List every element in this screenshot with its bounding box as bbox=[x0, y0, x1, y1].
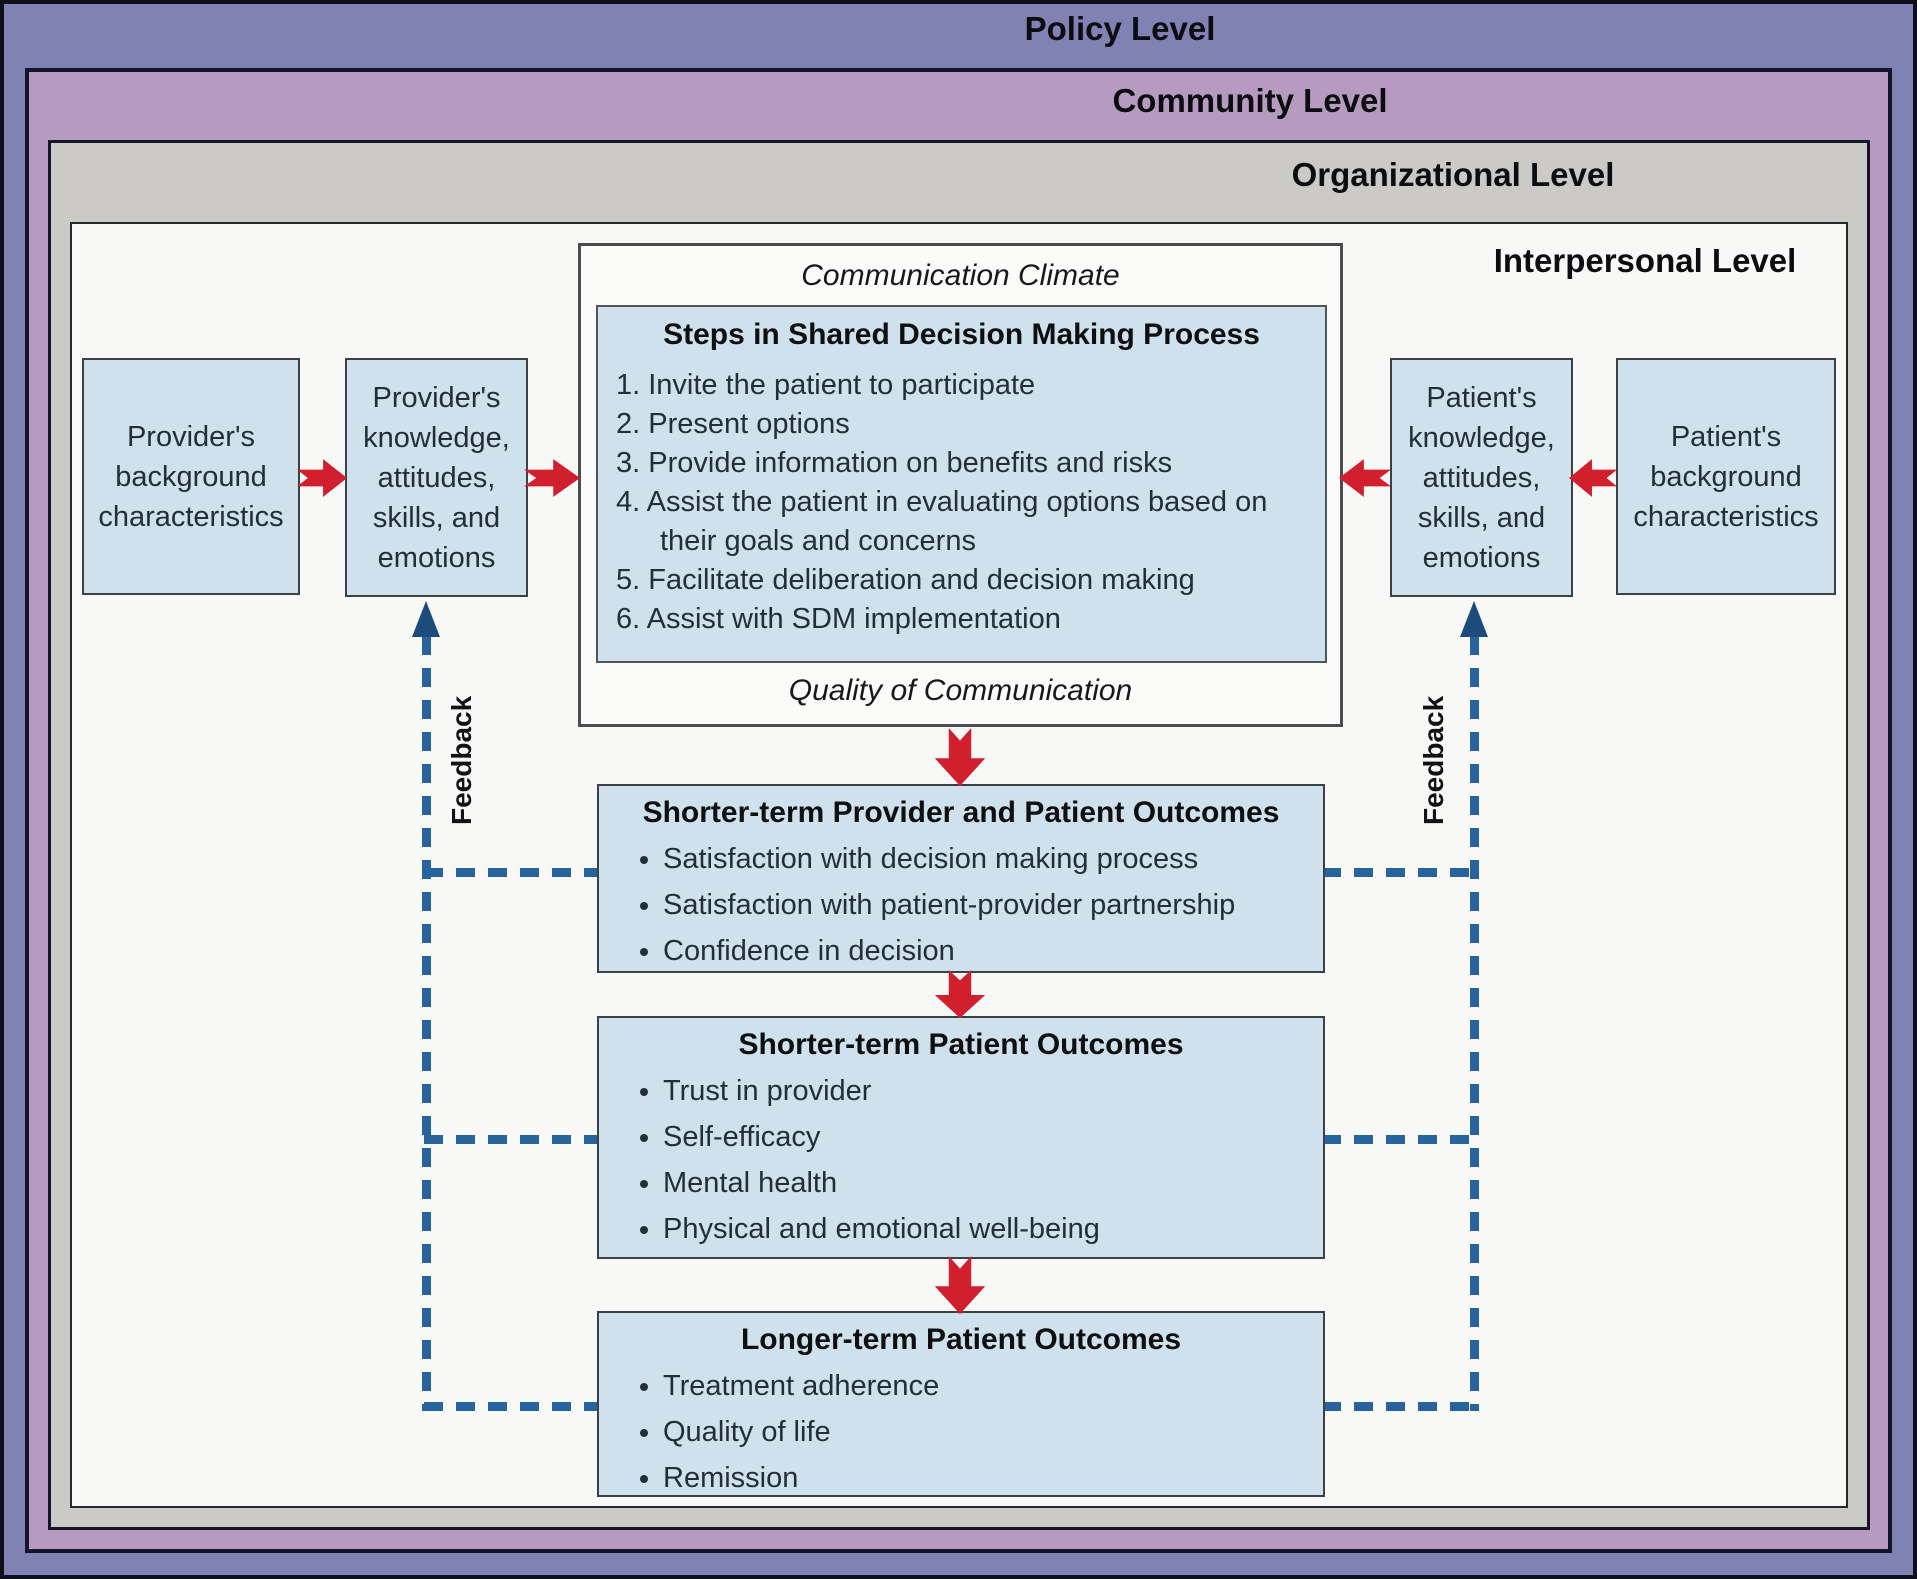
arrow-right-provider-bg-to-knowledge-icon bbox=[297, 459, 347, 497]
feedback-line-left-vertical bbox=[422, 636, 431, 1411]
outcome-item: Trust in provider bbox=[663, 1068, 1323, 1114]
outcomes-list: Satisfaction with decision making proces… bbox=[599, 836, 1323, 974]
outcome-item: Quality of life bbox=[663, 1409, 1323, 1455]
sdm-step: 3. Provide information on benefits and r… bbox=[616, 447, 1173, 479]
outcomes-title: Longer-term Patient Outcomes bbox=[740, 1323, 1182, 1356]
outcomes-title: Shorter-term Provider and Patient Outcom… bbox=[642, 796, 1280, 829]
arrow-left-patient-knowledge-to-sdm-icon bbox=[1339, 459, 1391, 497]
sdm-steps-box: Steps in Shared Decision Making Process … bbox=[596, 305, 1327, 663]
patient-knowledge-box: Patient's knowledge, attitudes, skills, … bbox=[1390, 358, 1573, 597]
provider-knowledge-box: Provider's knowledge, attitudes, skills,… bbox=[345, 358, 528, 597]
feedback-branch-right-outcomes2 bbox=[1322, 1135, 1479, 1144]
sdm-step: 5. Facilitate deliberation and decision … bbox=[616, 564, 1195, 596]
outcome-item: Satisfaction with decision making proces… bbox=[663, 836, 1323, 882]
feedback-line-right-vertical bbox=[1470, 636, 1479, 1411]
sdm-steps-title: Steps in Shared Decision Making Process bbox=[663, 318, 1260, 351]
outcome-item: Self-efficacy bbox=[663, 1114, 1323, 1160]
arrow-left-patient-bg-to-knowledge-icon bbox=[1569, 459, 1617, 497]
shorter-term-patient-outcomes-box: Shorter-term Patient Outcomes Trust in p… bbox=[597, 1016, 1325, 1259]
sdm-steps-list: 1. Invite the patient to participate 2. … bbox=[616, 366, 1307, 639]
feedback-branch-left-outcomes2 bbox=[424, 1135, 600, 1144]
longer-term-patient-outcomes-box: Longer-term Patient Outcomes Treatment a… bbox=[597, 1311, 1325, 1497]
community-level-title: Community Level bbox=[1112, 82, 1388, 119]
feedback-label-left: Feedback bbox=[446, 695, 477, 825]
policy-level-title: Policy Level bbox=[1024, 10, 1216, 47]
patient-background-box: Patient's background characteristics bbox=[1616, 358, 1836, 595]
communication-climate-box: Communication Climate Steps in Shared De… bbox=[578, 243, 1343, 727]
feedback-branch-right-outcomes3 bbox=[1322, 1402, 1479, 1411]
sdm-step: 6. Assist with SDM implementation bbox=[616, 603, 1061, 635]
quality-of-communication-caption: Quality of Communication bbox=[788, 674, 1133, 707]
arrow-down-sdm-to-outcomes1-icon bbox=[934, 728, 986, 786]
sdm-step: 4. Assist the patient in evaluating opti… bbox=[616, 486, 1268, 557]
feedback-branch-right-outcomes1 bbox=[1322, 868, 1479, 877]
communication-climate-caption: Communication Climate bbox=[801, 259, 1120, 292]
outcome-item: Physical and emotional well-being bbox=[663, 1206, 1323, 1252]
outcome-item: Treatment adherence bbox=[663, 1363, 1323, 1409]
feedback-arrowhead-right-icon bbox=[1460, 601, 1488, 637]
outcomes-list: Trust in provider Self-efficacy Mental h… bbox=[599, 1068, 1323, 1252]
arrow-right-provider-knowledge-to-sdm-icon bbox=[524, 459, 580, 497]
outcome-item: Confidence in decision bbox=[663, 928, 1323, 974]
outcomes-list: Treatment adherence Quality of life Remi… bbox=[599, 1363, 1323, 1501]
feedback-arrowhead-left-icon bbox=[412, 601, 440, 637]
provider-background-box: Provider's background characteristics bbox=[82, 358, 300, 595]
outcomes-title: Shorter-term Patient Outcomes bbox=[738, 1028, 1184, 1061]
shorter-term-provider-patient-outcomes-box: Shorter-term Provider and Patient Outcom… bbox=[597, 784, 1325, 973]
outcome-item: Remission bbox=[663, 1455, 1323, 1501]
organizational-level-title: Organizational Level bbox=[1291, 156, 1615, 193]
sdm-step: 2. Present options bbox=[616, 408, 850, 440]
interpersonal-level-title: Interpersonal Level bbox=[1493, 242, 1797, 279]
outcome-item: Mental health bbox=[663, 1160, 1323, 1206]
arrow-down-outcomes2-to-outcomes3-icon bbox=[934, 1256, 986, 1314]
feedback-branch-left-outcomes3 bbox=[424, 1402, 600, 1411]
outcome-item: Satisfaction with patient-provider partn… bbox=[663, 882, 1323, 928]
feedback-label-right: Feedback bbox=[1418, 695, 1449, 825]
feedback-branch-left-outcomes1 bbox=[424, 868, 600, 877]
arrow-down-outcomes1-to-outcomes2-icon bbox=[934, 970, 986, 1018]
sdm-step: 1. Invite the patient to participate bbox=[616, 369, 1036, 401]
